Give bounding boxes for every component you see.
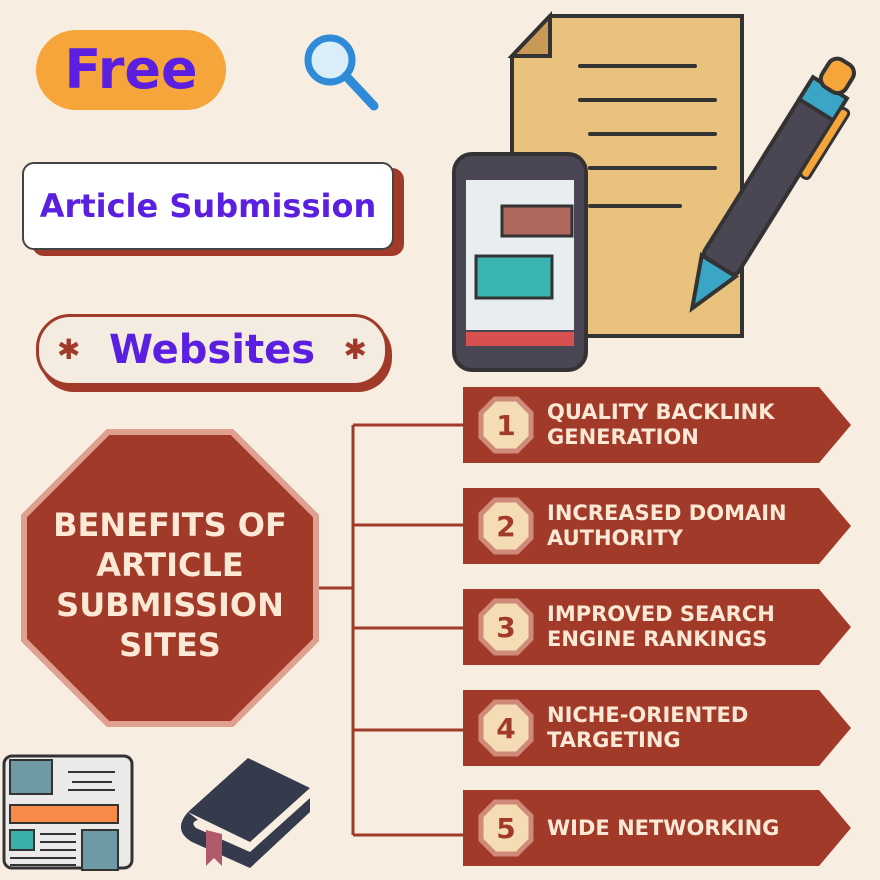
- benefit-number: 1: [496, 408, 516, 442]
- benefit-item: 1 QUALITY BACKLINK GENERATION: [463, 387, 851, 463]
- benefits-octagon: [21, 429, 319, 727]
- newspaper-icon: [2, 754, 134, 871]
- benefit-item: 2 INCREASED DOMAIN AUTHORITY: [463, 488, 851, 564]
- book-icon: [180, 758, 310, 868]
- asterisk-icon: ✱: [57, 333, 81, 366]
- benefit-number: 3: [496, 610, 516, 644]
- benefit-number: 2: [496, 509, 516, 543]
- benefit-text: NICHE-ORIENTED TARGETING: [547, 703, 749, 752]
- benefit-text: WIDE NETWORKING: [547, 815, 780, 840]
- benefit-item: 5 WIDE NETWORKING: [463, 790, 851, 866]
- benefit-item: 4 NICHE-ORIENTED TARGETING: [463, 690, 851, 766]
- subtitle-text: Websites: [108, 327, 316, 373]
- benefit-item: 3 IMPROVED SEARCH ENGINE RANKINGS: [463, 589, 851, 665]
- magnifier-icon: [304, 34, 379, 111]
- asterisk-icon: ✱: [343, 333, 367, 366]
- document-phone-pen-illustration: [452, 10, 856, 372]
- pen-icon: [689, 56, 856, 313]
- subtitle-box: ✱ Websites ✱: [36, 314, 388, 386]
- free-badge: Free: [36, 30, 226, 110]
- benefit-text: QUALITY BACKLINK GENERATION: [547, 400, 775, 449]
- phone-icon: [452, 152, 588, 372]
- benefit-text: IMPROVED SEARCH ENGINE RANKINGS: [547, 602, 775, 651]
- title-box: Article Submission: [22, 162, 394, 250]
- benefit-number: 4: [496, 711, 516, 745]
- benefit-text: INCREASED DOMAIN AUTHORITY: [547, 501, 787, 550]
- benefits-heading: BENEFITS OF ARTICLE SUBMISSION SITES: [53, 506, 287, 664]
- benefit-number: 5: [496, 811, 516, 845]
